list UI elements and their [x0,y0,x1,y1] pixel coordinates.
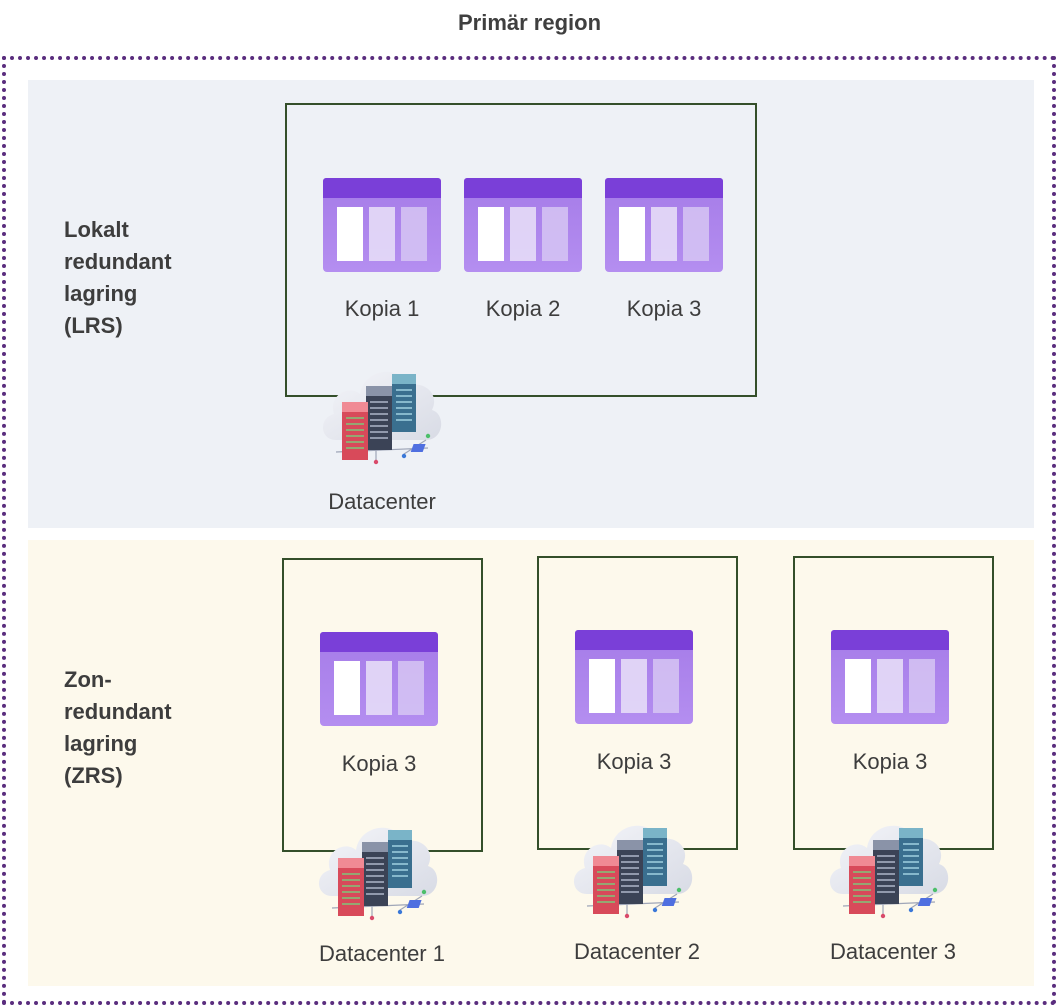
lrs-label: Lokalt redundant lagring (LRS) [64,214,172,342]
lrs-copy-label: Kopia 3 [626,296,702,321]
lrs-datacenter-label: Datacenter [328,489,436,514]
datacenter-icon [316,344,446,474]
zrs-copy-label: Kopia 3 [341,751,417,776]
lrs-label-line: redundant [64,249,172,274]
storage-account-icon [575,630,693,724]
lrs-label-line: Lokalt [64,217,129,242]
datacenter-icon [567,798,697,928]
lrs-datacenter-box [285,103,757,397]
storage-account-icon [831,630,949,724]
lrs-label-line: lagring [64,281,138,306]
storage-account-icon [605,178,723,272]
lrs-label-line: (LRS) [64,313,123,338]
lrs-band [28,80,1034,528]
zrs-label-line: lagring [64,731,138,756]
datacenter-icon [823,798,953,928]
storage-account-icon [323,178,441,272]
zrs-label-line: redundant [64,699,172,724]
zrs-copy-label: Kopia 3 [852,749,928,774]
zrs-label-line: (ZRS) [64,763,123,788]
storage-account-icon [464,178,582,272]
primary-region-border [2,56,1056,1005]
zrs-datacenter-label: Datacenter 1 [319,941,445,966]
region-title: Primär region [457,10,602,35]
zrs-datacenter-label: Datacenter 3 [830,939,956,964]
zrs-copy-label: Kopia 3 [596,749,672,774]
zrs-datacenter-label: Datacenter 2 [574,939,700,964]
zrs-label: Zon- redundant lagring (ZRS) [64,664,172,792]
lrs-copy-label: Kopia 2 [485,296,561,321]
storage-account-icon [320,632,438,726]
zrs-label-line: Zon- [64,667,112,692]
datacenter-icon [312,800,442,930]
lrs-copy-label: Kopia 1 [344,296,420,321]
